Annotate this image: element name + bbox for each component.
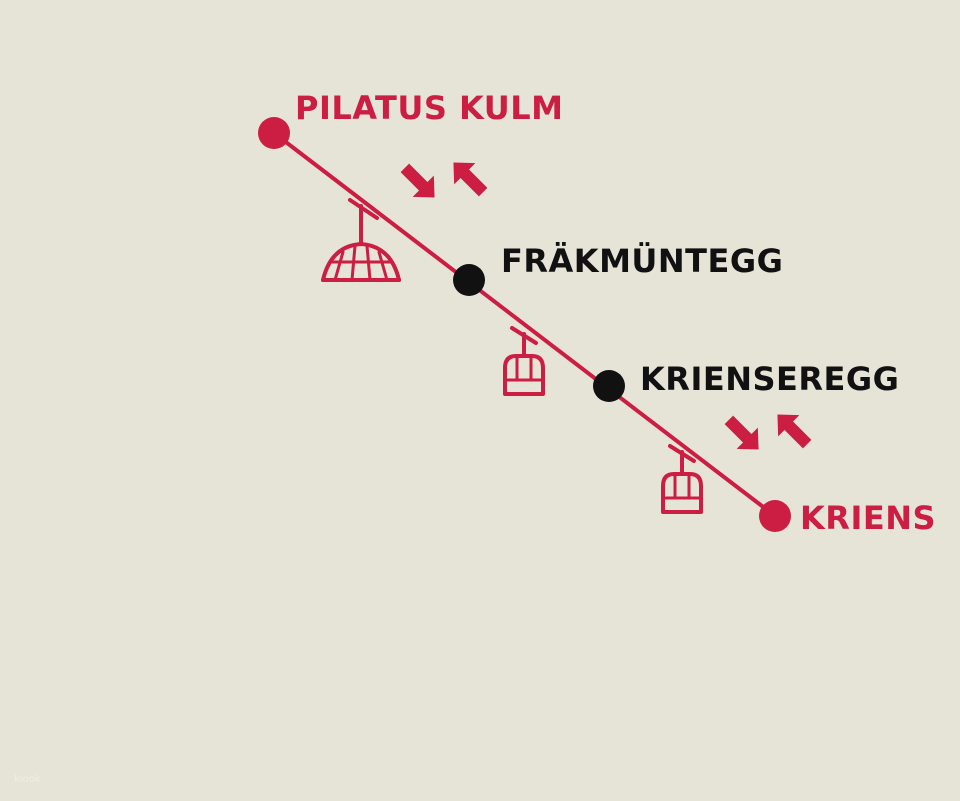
gondola-icon <box>503 326 545 396</box>
station-dot-kriensereegg <box>593 370 625 402</box>
gondola-icon <box>661 444 703 514</box>
station-label-fraekmuentegg: FRÄKMÜNTEGG <box>501 242 783 280</box>
bidirectional-arrows-icon <box>724 414 812 450</box>
station-label-kriens: KRIENS <box>800 499 936 537</box>
station-label-pilatus-kulm: PILATUS KULM <box>295 89 563 127</box>
station-dot-fraekmuentegg <box>453 264 485 296</box>
bidirectional-arrows-icon <box>400 162 488 198</box>
watermark-text: klook <box>14 774 41 785</box>
aerial-cable-car-icon <box>321 198 401 282</box>
station-dot-pilatus-kulm <box>258 117 290 149</box>
station-label-kriensereegg: KRIENSEREGG <box>640 360 899 398</box>
station-dot-kriens <box>759 500 791 532</box>
route-line <box>272 131 777 518</box>
